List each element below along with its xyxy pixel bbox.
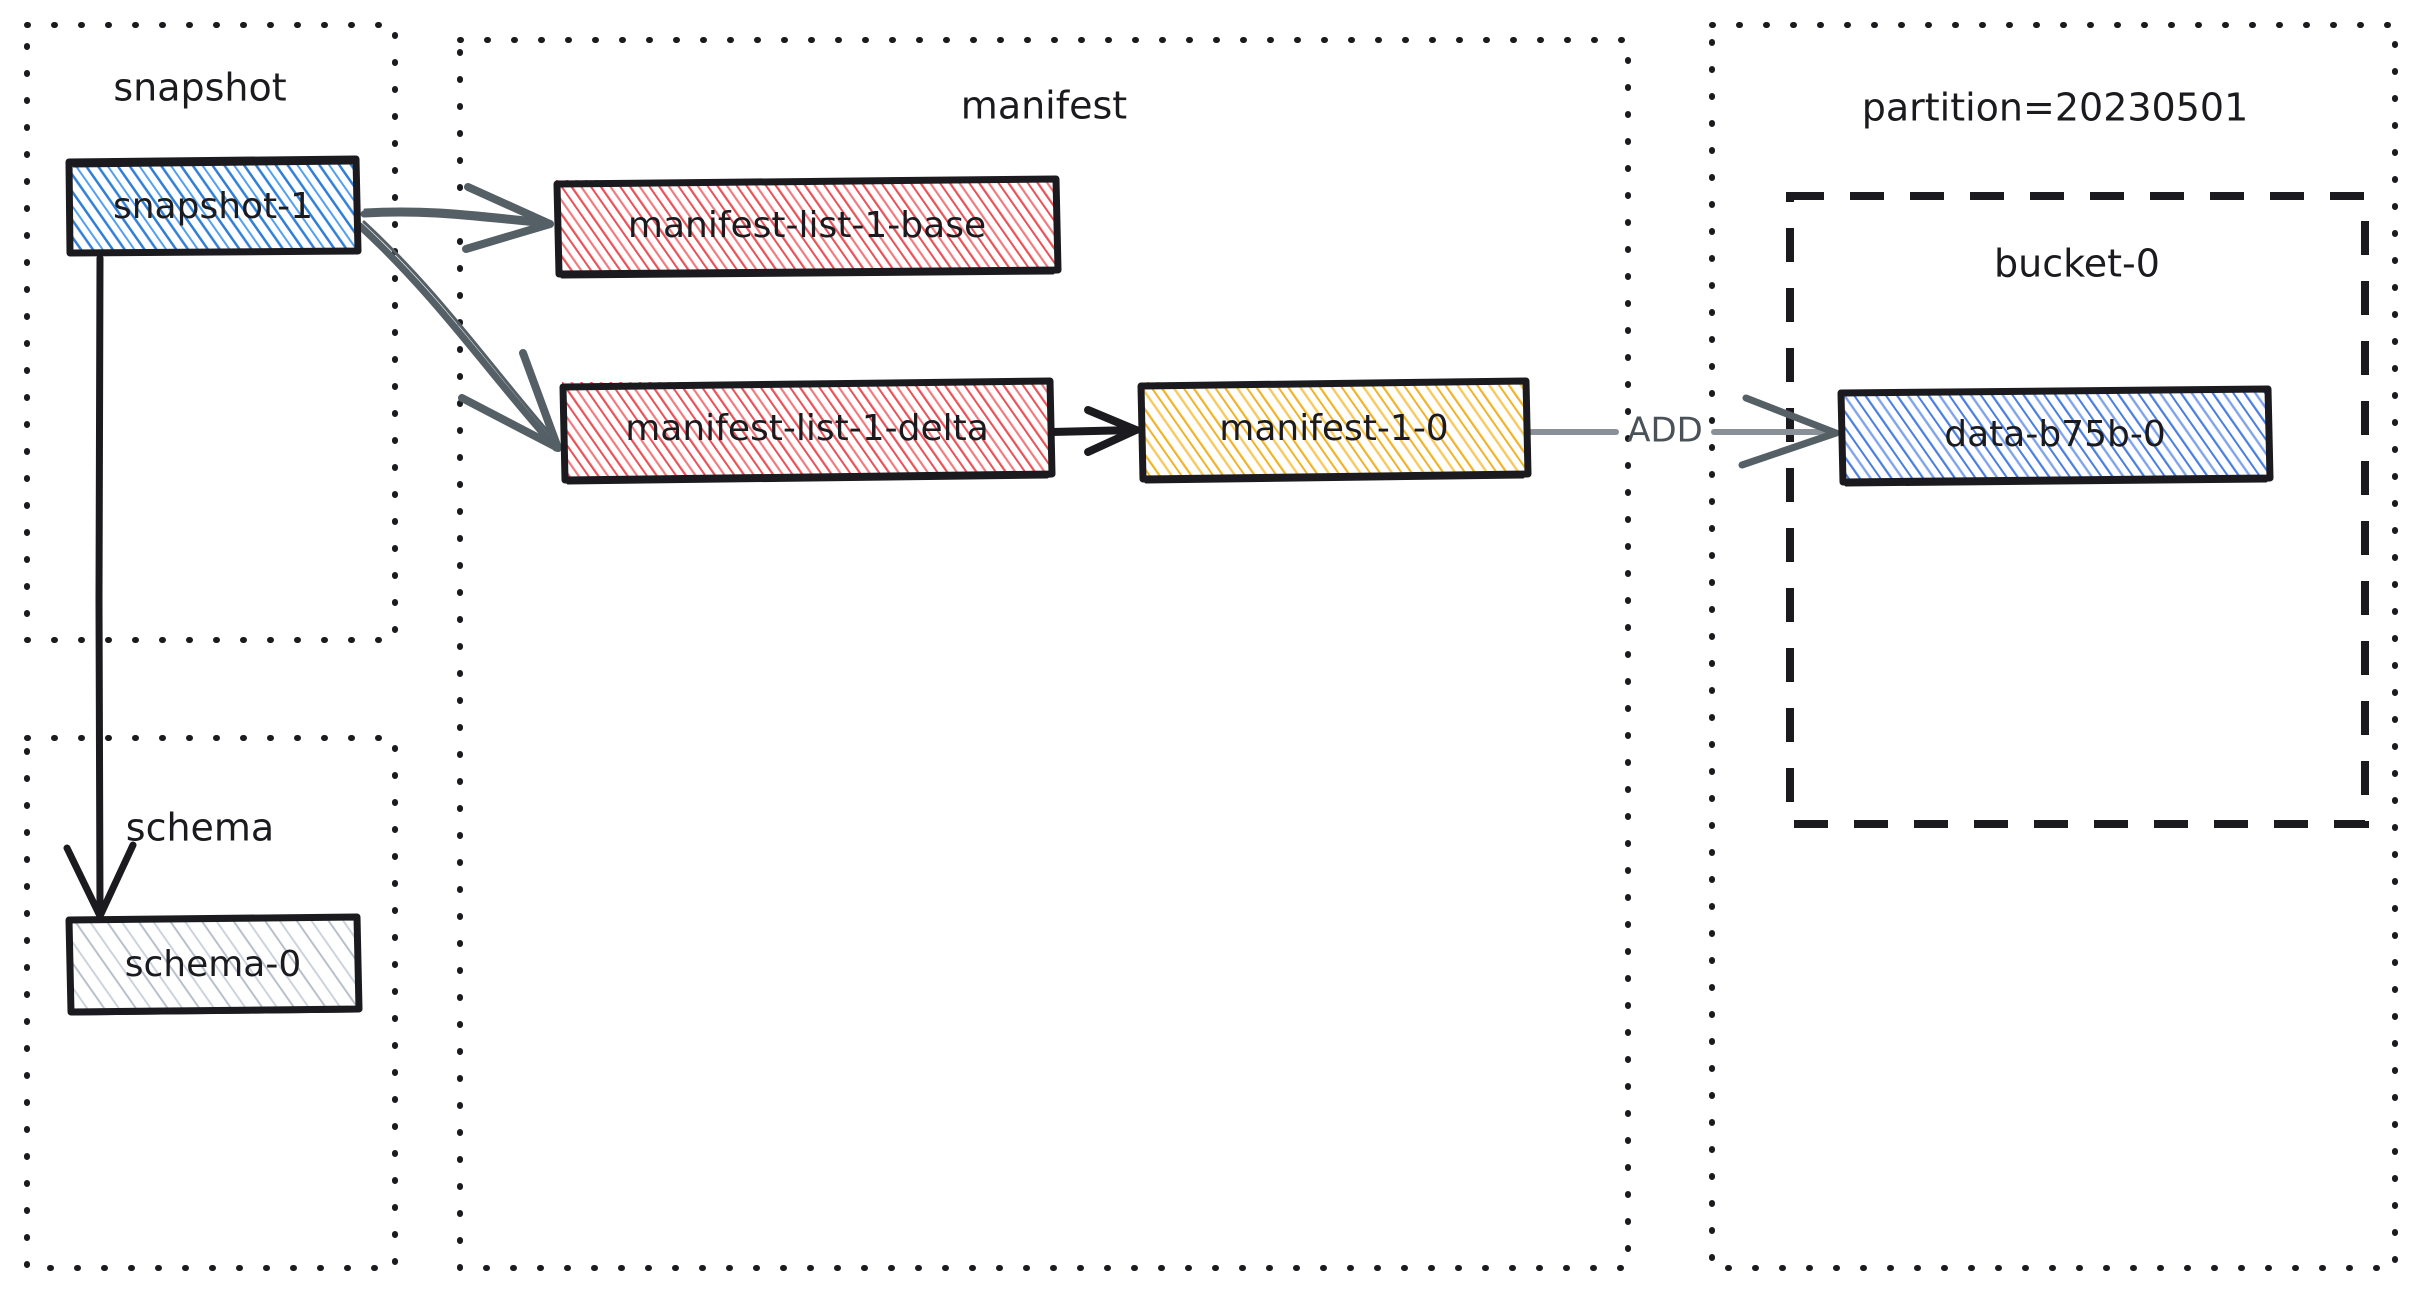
group-snapshot: snapshot xyxy=(24,22,398,643)
node-manifest-list-1-base[interactable]: manifest-list-1-base xyxy=(553,175,1062,279)
node-fill xyxy=(1840,390,2270,480)
node-label: manifest-1-0 xyxy=(1219,408,1448,449)
node-label: manifest-list-1-delta xyxy=(625,408,989,449)
bucket-group-label: bucket-0 xyxy=(1994,242,2160,286)
edge-snapshot-to-manifest-list-base xyxy=(360,183,554,253)
edge-arrowhead-lower xyxy=(519,349,562,452)
schema-group-label: schema xyxy=(126,806,274,850)
edge-arrowhead-left xyxy=(63,844,104,920)
node-border xyxy=(65,913,363,1016)
node-fill xyxy=(68,918,358,1010)
node-border xyxy=(559,377,1056,484)
node-border-sketch xyxy=(72,161,354,168)
edge-snapshot-to-manifest-list-delta xyxy=(356,220,562,452)
node-border-sketch xyxy=(566,475,1049,485)
edge-arrowhead-upper xyxy=(1742,394,1840,437)
edge-manifest-to-data: ADD xyxy=(1527,394,1840,469)
edge-line xyxy=(360,209,552,228)
snapshot-group-border xyxy=(24,22,398,643)
group-schema: schema xyxy=(24,735,398,1271)
schema-group-border xyxy=(24,735,398,1271)
partition-group-border xyxy=(1709,22,2398,1271)
node-fill xyxy=(68,160,358,252)
node-border xyxy=(1837,385,2274,486)
edge-arrowhead-right xyxy=(96,841,137,920)
node-label: manifest-list-1-base xyxy=(628,205,986,246)
edge-label-add: ADD xyxy=(1627,411,1703,451)
node-border-sketch xyxy=(70,1009,357,1016)
node-fill xyxy=(556,180,1058,272)
edge-arrowhead-upper xyxy=(464,183,554,228)
node-schema-0[interactable]: schema-0 xyxy=(65,913,363,1016)
node-fill xyxy=(562,382,1052,478)
node-border-sketch xyxy=(1144,475,1525,484)
bucket-group-border xyxy=(1786,192,2369,828)
node-border-sketch xyxy=(560,271,1055,279)
node-border xyxy=(1137,377,1532,483)
node-label: snapshot-1 xyxy=(113,186,313,227)
node-fill xyxy=(1140,382,1528,478)
edge-line xyxy=(356,222,560,452)
node-snapshot-1[interactable]: snapshot-1 xyxy=(65,155,362,257)
snapshot-group-label: snapshot xyxy=(113,66,286,110)
edge-arrowhead-lower xyxy=(1738,429,1840,469)
node-data-b75b-0[interactable]: data-b75b-0 xyxy=(1837,385,2274,487)
node-border-sketch xyxy=(1844,479,2268,487)
edge-snapshot-to-schema xyxy=(63,254,137,920)
edge-delta-to-manifest xyxy=(1048,406,1140,456)
node-manifest-list-1-delta[interactable]: manifest-list-1-delta xyxy=(559,377,1056,485)
edge-line xyxy=(1048,426,1138,436)
edge-arrowhead-lower xyxy=(1084,426,1140,456)
group-manifest: manifest xyxy=(457,37,1631,1271)
edge-line xyxy=(95,254,104,914)
node-border xyxy=(553,175,1062,278)
manifest-group-label: manifest xyxy=(961,84,1127,128)
node-label: data-b75b-0 xyxy=(1944,414,2165,455)
edge-line-echo xyxy=(362,220,560,445)
node-label: schema-0 xyxy=(125,944,302,985)
manifest-group-border xyxy=(457,37,1631,1271)
node-border xyxy=(65,155,362,257)
group-bucket: bucket-0 xyxy=(1786,192,2369,828)
partition-group-label: partition=20230501 xyxy=(1862,86,2249,130)
edge-arrowhead-lower xyxy=(462,220,554,253)
group-partition: partition=20230501 xyxy=(1709,22,2398,1271)
edge-arrowhead-upper xyxy=(1084,406,1140,434)
edge-line-echo xyxy=(363,207,548,222)
edge-arrowhead-upper xyxy=(458,394,562,452)
node-manifest-1-0[interactable]: manifest-1-0 xyxy=(1137,377,1532,484)
